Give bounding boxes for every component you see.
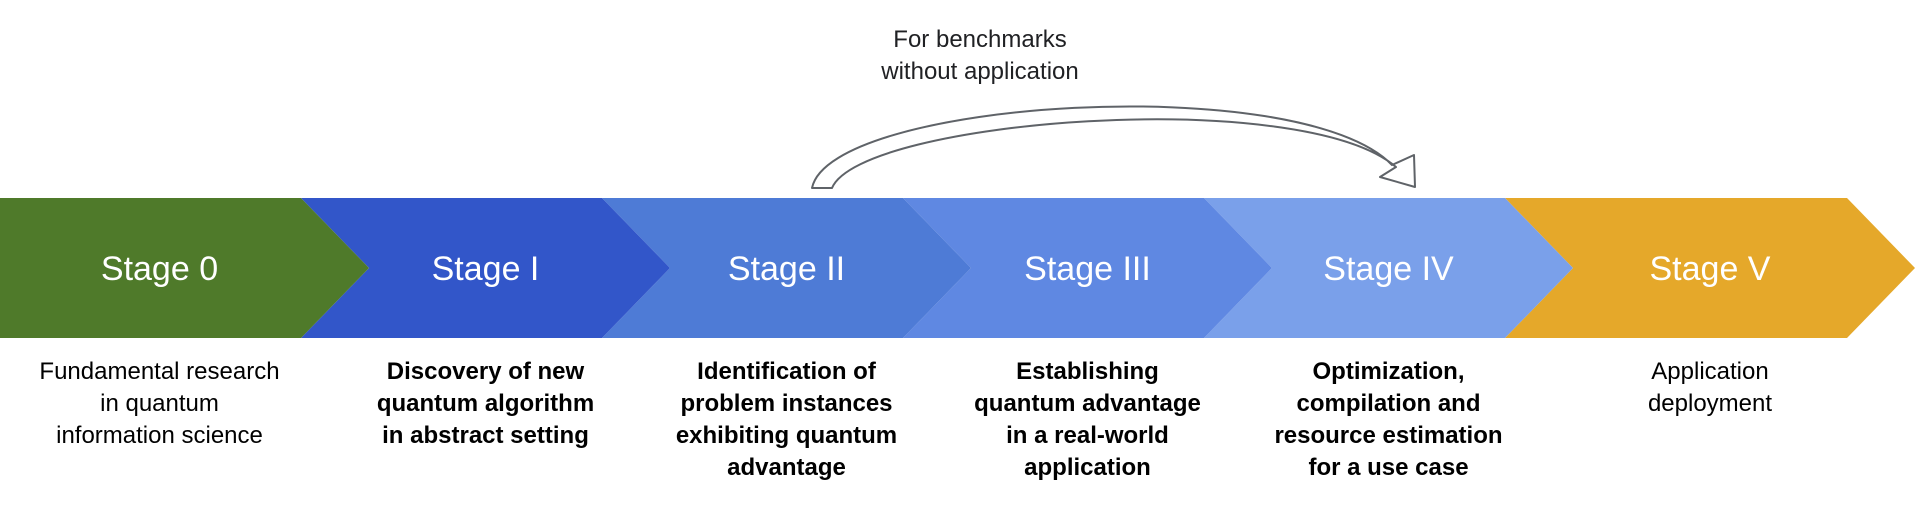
stage-description-line: Identification of — [697, 358, 876, 385]
stage-description-line: resource estimation — [1274, 422, 1503, 449]
stage-description-line: information science — [56, 422, 263, 449]
stage-description-line: application — [1024, 454, 1151, 481]
stage-labels: Stage 0 Stage I Stage II Stage III Stage IV S… — [101, 250, 1771, 288]
stage-description-line: compilation and — [1296, 390, 1481, 417]
stage-description-line: for a use case — [1308, 454, 1469, 481]
benchmark-note-line-1: For benchmarks — [893, 26, 1067, 53]
stage-description-1: Discovery of new quantum algorithm in abst… — [336, 356, 636, 452]
stage-description-4: Optimization, compilation and resource est… — [1239, 356, 1539, 484]
stage-label-3: Stage III — [1024, 250, 1151, 288]
stage-label-5: Stage V — [1650, 250, 1771, 288]
stage-label-0: Stage 0 — [101, 250, 218, 288]
stage-description-line: Fundamental research — [39, 358, 280, 385]
stage-description-line: quantum algorithm — [376, 390, 595, 417]
stage-description-line: exhibiting quantum — [675, 422, 898, 449]
stage-label-1: Stage I — [432, 250, 540, 288]
benchmark-note-line-2: without application — [881, 58, 1079, 85]
stage-description-0: Fundamental research in quantum informatio… — [10, 356, 310, 452]
stage-description-line: quantum advantage — [974, 390, 1201, 417]
stage-chevron-0 — [0, 198, 369, 338]
stage-label-4: Stage IV — [1323, 250, 1454, 288]
stage-description-line: in quantum — [100, 390, 219, 417]
stage-chevrons — [0, 198, 1915, 338]
stage-chevron-3 — [903, 198, 1272, 338]
stage-description-line: Discovery of new — [386, 358, 585, 385]
stage-chevron-4 — [1204, 198, 1573, 338]
stage-description-line: advantage — [727, 454, 846, 481]
stage-description-line: Optimization, — [1312, 358, 1465, 385]
stage-chevron-2 — [602, 198, 971, 338]
stage-description-2: Identification of problem instances exhibi… — [637, 356, 937, 484]
stage-label-2: Stage II — [728, 250, 845, 288]
stage-description-line: Establishing — [1016, 358, 1159, 385]
stage-description-5: Application deployment — [1560, 356, 1860, 420]
stage-chevron-5 — [1505, 198, 1915, 338]
stage-description-line: in abstract setting — [382, 422, 589, 449]
stage-chevron-1 — [301, 198, 670, 338]
benchmark-note: For benchmarks without application — [780, 24, 1180, 88]
stage-description-line: deployment — [1647, 390, 1773, 417]
stage-description-3: Establishing quantum advantage in a real-w… — [938, 356, 1238, 484]
benchmark-skip-arrow — [811, 105, 1416, 189]
stage-description-line: problem instances — [680, 390, 893, 417]
stage-description-line: Application — [1651, 358, 1769, 385]
stage-description-line: in a real-world — [1006, 422, 1169, 449]
